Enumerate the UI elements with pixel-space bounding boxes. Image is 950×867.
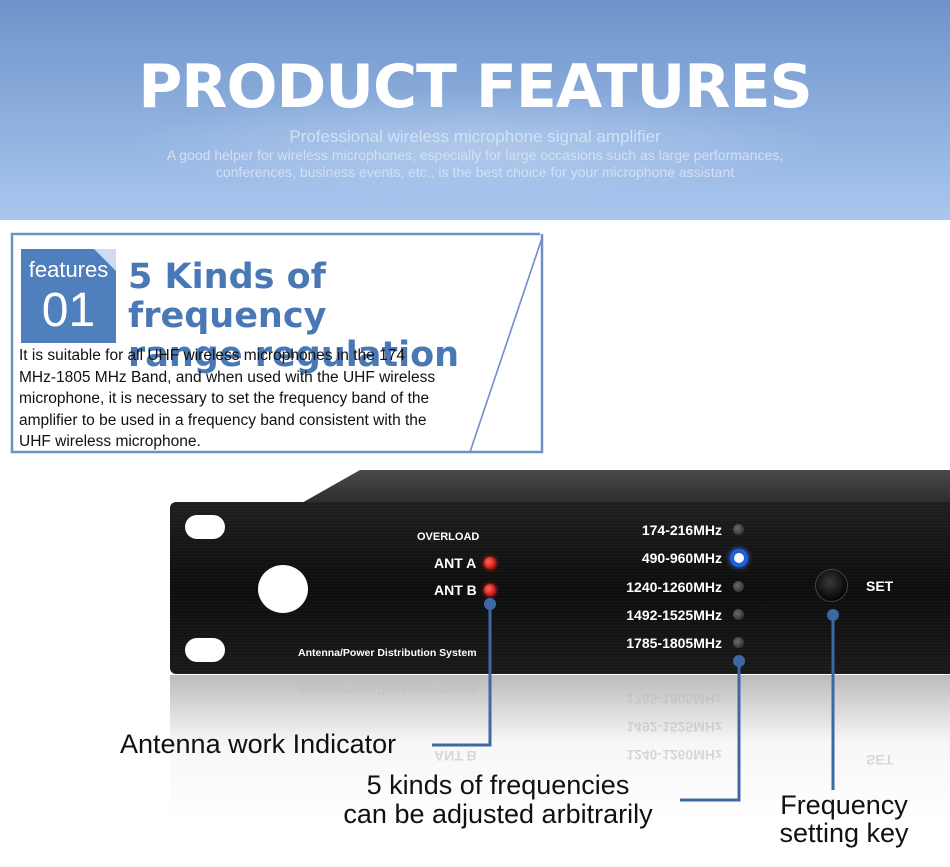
banner-subtitle: Professional wireless microphone signal …	[289, 127, 661, 146]
device-top-cover	[300, 470, 950, 504]
feature-description: It is suitable for all UHF wireless micr…	[19, 345, 504, 453]
ant-a-label: ANT A	[434, 555, 477, 571]
feature-heading-line: 5 Kinds of frequency	[128, 257, 327, 336]
badge-fold-corner	[94, 249, 116, 271]
rack-mount-slot-top	[185, 515, 225, 539]
feature-badge: features 01	[21, 249, 116, 343]
frequency-label: 490-960MHz	[641, 550, 722, 566]
feature-description-line: UHF wireless microphone.	[19, 433, 201, 450]
frequency-label: 1492-1525MHz	[626, 607, 722, 623]
setting-key-callout-line: setting key	[779, 818, 909, 848]
badge-word: features	[28, 257, 109, 282]
feature-description-line: microphone, it is necessary to set the f…	[19, 390, 430, 407]
frequencies-callout-line: 5 kinds of frequencies	[366, 770, 630, 800]
set-label: SET	[866, 578, 894, 594]
set-button[interactable]	[815, 569, 848, 602]
setting-key-callout-line: Frequency	[780, 790, 908, 820]
feature-heading-line: range regulation	[128, 335, 460, 375]
rack-mount-hole	[258, 565, 308, 613]
frequency-led	[733, 609, 744, 620]
frequency-led-active	[730, 549, 748, 567]
ant-a-led	[484, 557, 496, 569]
overload-label: OVERLOAD	[417, 531, 480, 543]
page-title: PRODUCT FEATURES	[138, 52, 812, 122]
frequency-label: 1785-1805MHz	[626, 635, 722, 651]
antenna-callout: Antenna work Indicator	[120, 729, 397, 759]
header-banner: PRODUCT FEATURES Professional wireless m…	[0, 0, 950, 220]
banner-description-line: conferences, business events, etc., is t…	[215, 164, 735, 180]
setting-key-callout: Frequency setting key	[768, 791, 920, 847]
frequency-label: 1240-1260MHz	[626, 579, 722, 595]
feature-description-line: amplifier to be used in a frequency band…	[19, 411, 427, 429]
frequencies-callout: 5 kinds of frequencies can be adjusted a…	[318, 771, 678, 829]
frequency-led	[733, 637, 744, 648]
device-reflection	[170, 675, 950, 825]
frequencies-callout-line: can be adjusted arbitrarily	[343, 799, 653, 829]
frequency-label: 174-216MHz	[641, 522, 722, 538]
badge-number: 01	[41, 284, 96, 337]
ant-b-label: ANT B	[434, 582, 477, 598]
feature-description-line: MHz-1805 MHz Band, and when used with th…	[19, 368, 436, 386]
ant-b-led	[484, 584, 496, 596]
banner-glow	[120, 90, 830, 200]
banner-description-line: A good helper for wireless microphones, …	[166, 147, 784, 163]
system-label: Antenna/Power Distribution System	[298, 647, 477, 659]
frequency-led	[733, 524, 744, 535]
feature-description-line: It is suitable for all UHF wireless micr…	[19, 347, 405, 364]
rack-mount-slot-bottom	[185, 638, 225, 662]
feature-heading: 5 Kinds of frequency range regulation	[128, 258, 528, 375]
frequency-led	[733, 581, 744, 592]
banner-description: A good helper for wireless microphones, …	[0, 147, 950, 181]
